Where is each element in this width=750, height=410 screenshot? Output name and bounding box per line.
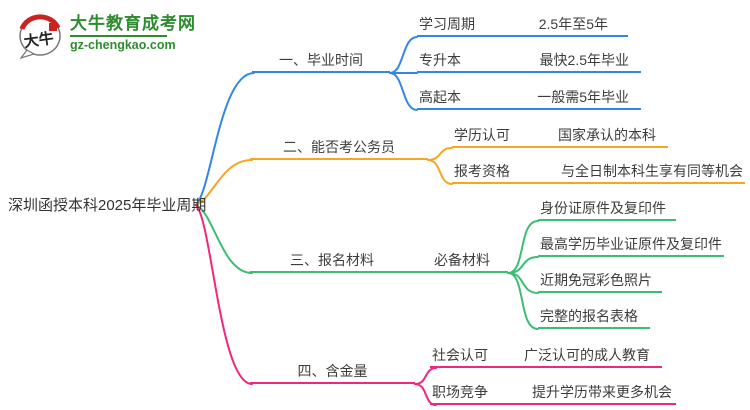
branch1-child2-value: 最快2.5年毕业 [539, 52, 629, 68]
link-b1-child3 [389, 72, 418, 111]
branch2-child2-key: 报考资格 [454, 163, 510, 179]
branch3-label: 三、报名材料 [290, 252, 374, 268]
branch1-child2-key: 专升本 [419, 52, 461, 68]
link-b2-child2 [427, 159, 453, 185]
link-root-branch3 [195, 204, 253, 274]
link-b3-child3 [507, 272, 539, 294]
link-b3-child4 [507, 272, 539, 330]
branch2-label: 二、能否考公务员 [283, 139, 395, 155]
branch1-child3-value: 一般需5年毕业 [537, 89, 629, 105]
branch4-child1-value: 广泛认可的成人教育 [524, 347, 650, 363]
branch2-node: 二、能否考公务员 [250, 137, 428, 160]
branch3-child3: 近期免冠彩色照片 [538, 270, 662, 293]
link-root-branch1 [195, 72, 255, 206]
branch4-label: 四、含金量 [297, 363, 368, 379]
branch2-child1-value: 国家承认的本科 [558, 127, 656, 143]
branch2-child1: 学历认可 国家承认的本科 [452, 125, 668, 148]
link-b3-child2 [507, 256, 539, 274]
site-domain: gz-chengkao.com [70, 38, 176, 52]
logo-divider [70, 35, 167, 37]
branch1-child1-key: 学习周期 [419, 16, 475, 32]
link-b2-child1 [427, 147, 453, 161]
branch3-child2-value: 最高学历毕业证原件及复印件 [540, 236, 722, 252]
branch4-child1-key: 社会认可 [432, 347, 488, 363]
link-b3-child1 [507, 220, 539, 274]
branch3-mid-label: 必备材料 [434, 252, 490, 268]
branch2-child1-key: 学历认可 [454, 127, 510, 143]
branch4-child2: 职场竞争 提升学历带来更多机会 [430, 382, 676, 405]
branch1-child3: 高起本 一般需5年毕业 [417, 87, 641, 110]
logo-mark-text: 大牛 [23, 29, 55, 51]
link-b1-child1 [389, 36, 418, 74]
root-node: 深圳函授本科2025年毕业周期 [8, 197, 207, 214]
branch3-child3-value: 近期免冠彩色照片 [540, 272, 652, 288]
branch3-child1: 身份证原件及复印件 [538, 198, 676, 221]
site-logo: 大牛 大牛教育成考网 gz-chengkao.com [16, 14, 196, 60]
logo-bubble-icon: 大牛 [19, 14, 61, 60]
branch3-child2: 最高学历毕业证原件及复印件 [538, 234, 724, 257]
branch3-child4-value: 完整的报名表格 [540, 308, 638, 324]
branch4-child2-value: 提升学历带来更多机会 [532, 384, 672, 400]
branch2-child2: 报考资格 与全日制本科生享有同等机会 [452, 161, 745, 184]
branch3-child1-value: 身份证原件及复印件 [540, 200, 666, 216]
branch1-label: 一、毕业时间 [279, 52, 363, 68]
branch4-child2-key: 职场竞争 [432, 384, 488, 400]
branch4-node: 四、含金量 [250, 361, 415, 384]
branch1-child1: 学习周期 2.5年至5年 [417, 14, 628, 37]
branch1-child2: 专升本 最快2.5年毕业 [417, 50, 641, 73]
branch4-child1: 社会认可 广泛认可的成人教育 [430, 345, 662, 368]
branch3-child4: 完整的报名表格 [538, 306, 650, 329]
link-root-branch4 [195, 204, 253, 385]
site-name: 大牛教育成考网 [70, 14, 196, 33]
branch3-node: 三、报名材料 必备材料 [250, 250, 508, 273]
branch1-child1-value: 2.5年至5年 [538, 16, 608, 32]
branch2-child2-value: 与全日制本科生享有同等机会 [561, 163, 743, 179]
logo-seal [49, 23, 57, 31]
branch1-child3-key: 高起本 [419, 89, 461, 105]
branch1-node: 一、毕业时间 [252, 50, 390, 73]
